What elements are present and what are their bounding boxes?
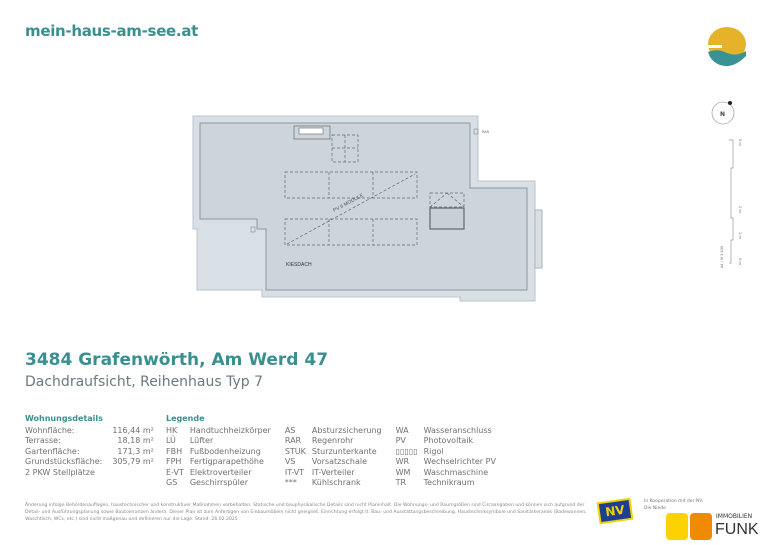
funk-logo-orange (690, 513, 712, 540)
detail-value: 171,3 m² (117, 446, 154, 456)
legend-text: Geschirrspüler (189, 477, 249, 487)
legend-text: Fußbodenheizung (189, 446, 261, 456)
scale-tick: 1 m (738, 232, 742, 239)
detail-label: 2 PKW Stellplätze (25, 467, 95, 477)
detail-label: Grundstücksfläche: (25, 457, 103, 467)
scale-tick: 5 m (738, 139, 742, 146)
legend-text: Lüfter (189, 436, 214, 446)
funk-small: IMMOBILIEN (716, 513, 753, 520)
funk-logo-yellow (666, 513, 688, 540)
legend-text: Wasseranschluss (423, 426, 492, 435)
north-label: N (720, 111, 725, 118)
north-and-scale: N 5 m 2 m 1 m 0 m A4 / M 1:100 (711, 101, 742, 268)
legend-abbr: E-VT (166, 467, 184, 477)
nv-logo: NV (596, 497, 634, 525)
roof-label: KIESDACH (286, 262, 312, 268)
legend-text: Technikraum (423, 477, 475, 487)
legend-abbr: RAR (284, 436, 302, 446)
legend-abbr: GS (166, 477, 178, 487)
legend-heading: Legende (166, 414, 205, 423)
details-table: Wohnfläche: 116,44 m² Terrasse: 18,18 m² G… (25, 426, 154, 478)
details-heading: Wohnungsdetails (25, 414, 103, 423)
roof-plan: KIESDACH PV 6 MODULE RAR (192, 115, 543, 302)
legend-text: Rigol (423, 446, 444, 456)
legend-text: Fertigparapethöhe (189, 457, 264, 467)
legend-text: IT-Verteiler (311, 467, 355, 477)
legend-abbr: FBH (166, 446, 183, 456)
legend-text: Absturzsicherung (311, 426, 382, 435)
detail-value (112, 468, 154, 478)
legend-text: Kühlschrank (311, 477, 361, 487)
page-title: 3484 Grafenwörth, Am Werd 47 (25, 350, 329, 370)
rar-label: RAR (482, 130, 490, 134)
legend-abbr: FPH (166, 457, 182, 467)
legend-abbr: LÜ (166, 436, 176, 446)
legend-text: Waschmaschine (423, 467, 489, 477)
brand-logo (708, 27, 746, 66)
legend-abbr: WA (395, 426, 409, 435)
site-url: mein-haus-am-see.at (25, 22, 199, 40)
legend-text: Sturzunterkante (311, 446, 377, 456)
nv-logo-text: NV (598, 500, 632, 522)
cooperation-text: In Kooperation mit der NV.Die Niede (644, 499, 703, 512)
legend-abbr: IT-VT (284, 467, 305, 477)
legend-text: Wechselrichter PV (423, 457, 496, 467)
page-subtitle: Dachdraufsicht, Reihenhaus Typ 7 (25, 374, 264, 390)
detail-value: 18,18 m² (117, 436, 154, 446)
scale-label: A4 / M 1:100 (720, 246, 724, 268)
legend-abbr: PV (395, 436, 406, 446)
funk-big: FUNK (715, 521, 759, 538)
legend-text: Photovoltaik (423, 436, 474, 446)
legend-text: Regenrohr (311, 436, 354, 446)
disclaimer: Änderung infolge Behördenauflagen, haust… (25, 503, 587, 523)
legend-abbr: AS (284, 426, 296, 435)
legend-abbr: VS (284, 457, 296, 467)
scale-tick: 0 m (738, 258, 742, 265)
legend-abbr: ▯▯▯▯▯ (395, 446, 418, 456)
cooperation-line: Die Niede (644, 505, 666, 511)
legend-abbr: TR (395, 477, 407, 487)
legend-text: Vorsatzschale (311, 457, 368, 467)
legend-abbr: *** (284, 477, 297, 487)
detail-label: Wohnfläche: (25, 426, 75, 435)
legend-abbr: WM (395, 467, 411, 477)
legend-text: Elektroverteiler (189, 467, 252, 477)
detail-value: 305,79 m² (112, 457, 154, 467)
legend-abbr: STUK (284, 446, 306, 456)
detail-label: Terrasse: (25, 436, 61, 446)
scale-tick: 2 m (738, 206, 742, 213)
detail-label: Gartenfläche: (25, 446, 80, 456)
cooperation-line: In Kooperation mit der NV. (644, 499, 704, 504)
legend-abbr: WR (395, 457, 410, 467)
legend-text: Handtuchheizkörper (189, 426, 271, 435)
legend-abbr: HK (166, 426, 178, 435)
detail-value: 116,44 m² (112, 426, 154, 435)
